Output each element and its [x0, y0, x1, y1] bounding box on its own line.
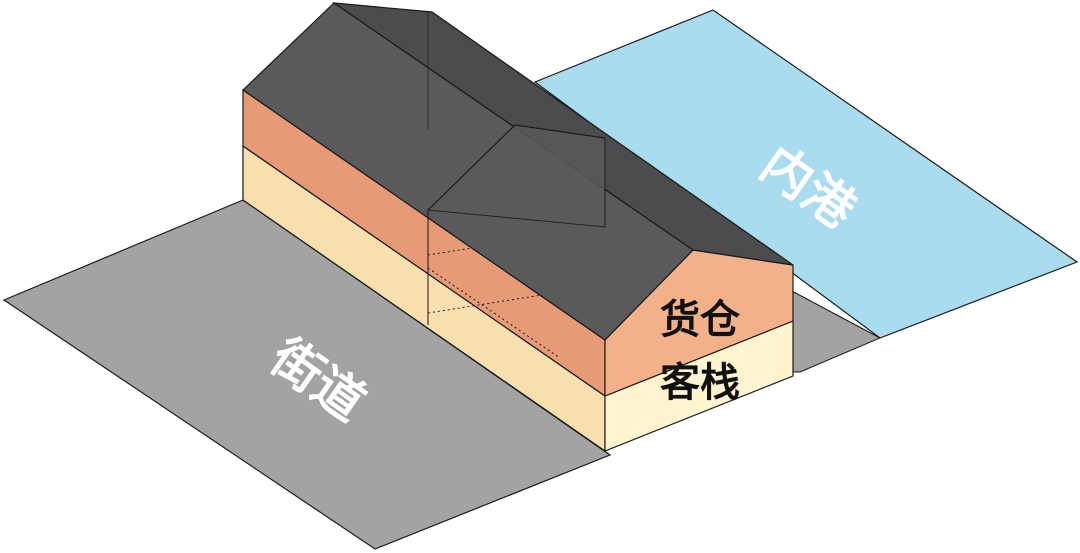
roof-ridge-line — [514, 124, 606, 139]
street-area — [2, 199, 612, 550]
inn-label: 客栈 — [660, 360, 740, 406]
section-lines — [427, 12, 606, 325]
roof-valley-line — [427, 124, 516, 211]
hidden-lines — [427, 226, 606, 359]
warehouse-label: 货仓 — [660, 297, 741, 343]
